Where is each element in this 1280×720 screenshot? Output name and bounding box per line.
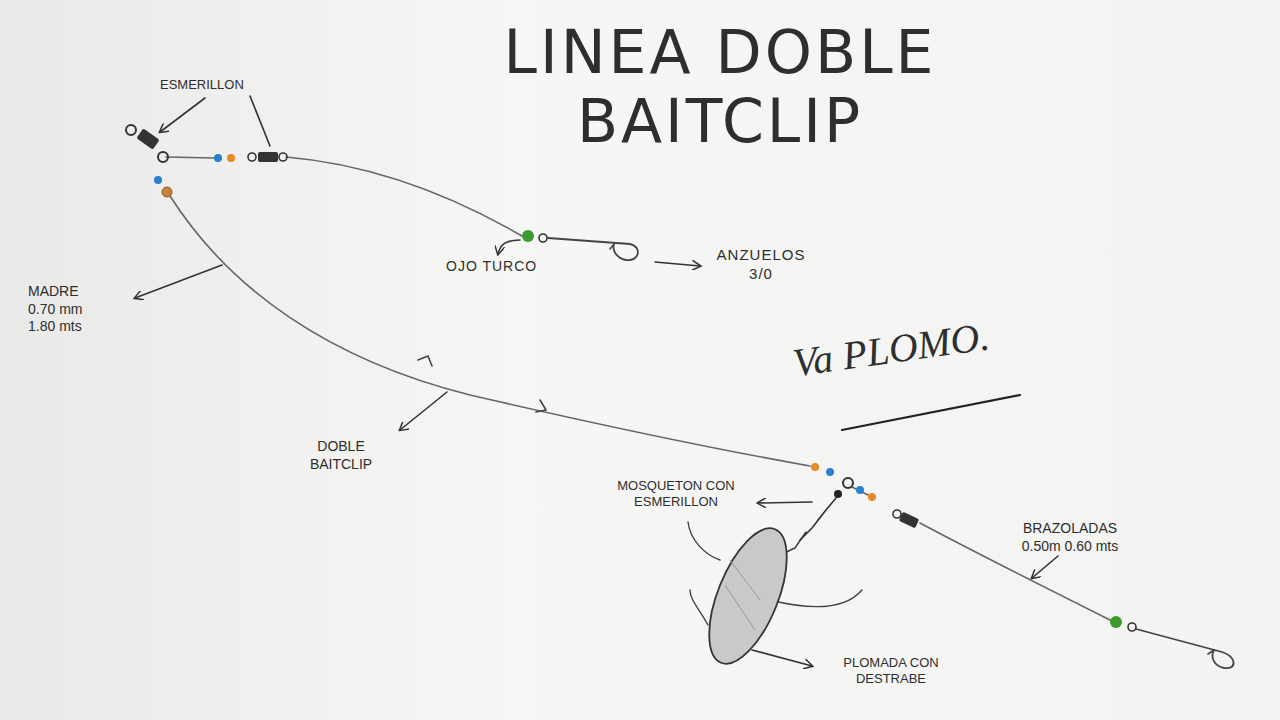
main-line	[170, 196, 810, 466]
diagram-title: LINEA DOBLE BAITCLIP	[420, 18, 1020, 156]
snood-line	[286, 157, 522, 236]
part-label: MOSQUETON CON ESMERILLON	[596, 478, 756, 511]
dimension-label: BRAZOLADAS 0.50m 0.60 mts	[1020, 520, 1120, 555]
part-label: PLOMADA CON DESTRABE	[816, 655, 966, 688]
part-label: ESMERILLON	[160, 77, 280, 93]
lead-weight	[693, 518, 803, 674]
dimension-label: MADRE 0.70 mm 1.80 mts	[28, 283, 90, 336]
part-label: DOBLE BAITCLIP	[296, 438, 386, 473]
signature: Va PLOMO.	[790, 306, 1035, 389]
part-label: OJO TURCO	[446, 258, 566, 276]
part-label: ANZUELOS 3/0	[706, 246, 816, 284]
